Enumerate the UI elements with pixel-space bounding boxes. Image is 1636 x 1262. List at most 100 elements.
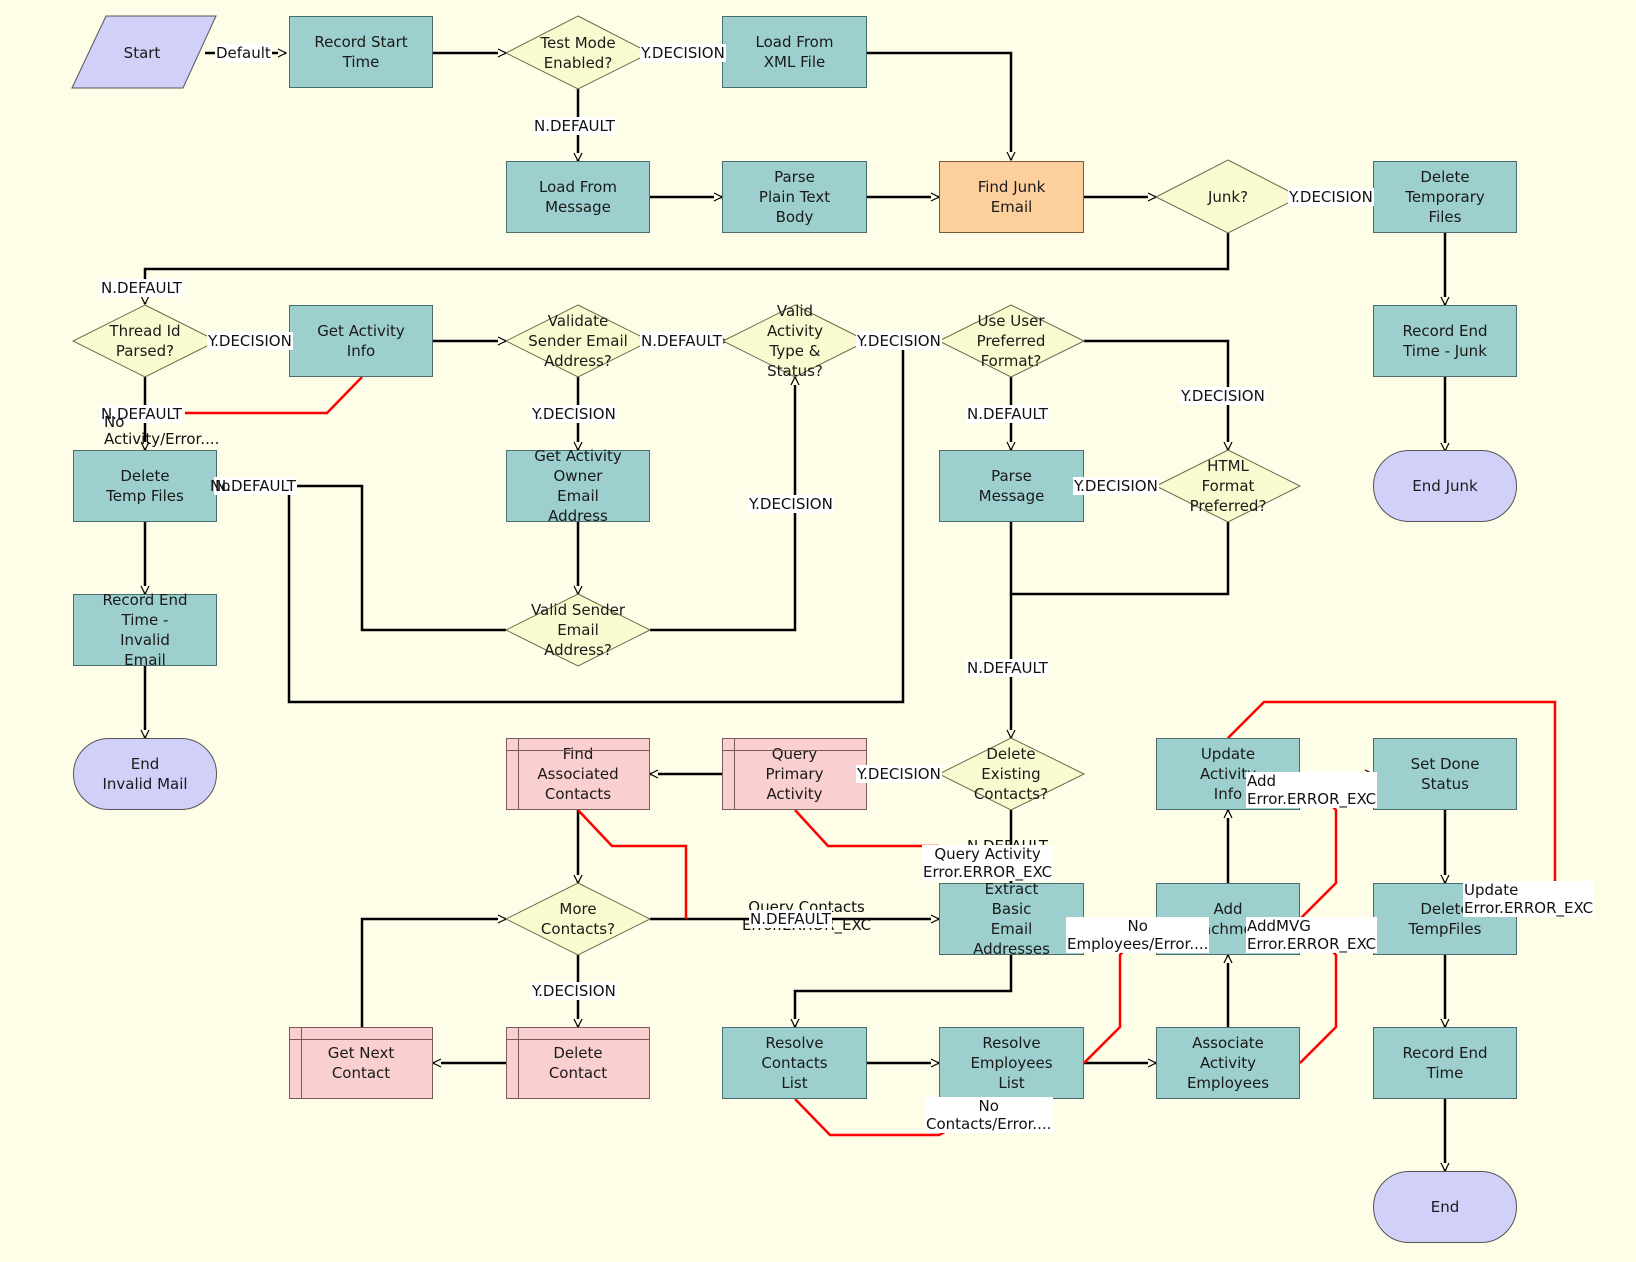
extract-basic-email-step[interactable]: Extract Basic Email Addresses [939,880,1084,958]
load-from-xml-step[interactable]: Load From XML File [722,16,867,88]
label-y-decision-valid-sender: Y.DECISION [748,495,834,513]
start-parallelogram [71,15,217,89]
label-y-decision-validate: Y.DECISION [531,405,617,423]
edge-getnext-more [360,919,506,1027]
error-update [1227,700,1557,883]
edge-validsender-deltemp [217,486,506,632]
edge-html-delexist [1011,522,1230,596]
resolve-employees-list-step[interactable]: Resolve Employees List [939,1027,1084,1099]
label-y-decision-test: Y.DECISION [640,44,726,62]
delexist-diamond [937,737,1086,811]
parse-message-label: Parse Message [978,467,1045,505]
record-end-junk-label: Record End Time - Junk [1402,322,1488,360]
resolve-employees-list-label: Resolve Employees List [970,1034,1053,1092]
label-y-decision-html: Y.DECISION [1073,477,1159,495]
resolve-contacts-list-label: Resolve Contacts List [761,1034,828,1092]
label-no-prefix: No [210,477,231,495]
query-primary-activity-label: Query Primary Activity [765,745,824,803]
edge-extract-resolvecontacts [795,955,1013,1027]
end-junk-label: End Junk [1412,477,1478,495]
thread-diamond [71,304,219,378]
find-associated-contacts-label: Find Associated Contacts [537,745,619,803]
label-n-default-more: N.DEFAULT [749,910,832,928]
label-n-default-valid-sender: N.DEFAULT [214,477,297,495]
label-n-default-thread: N.DEFAULT [100,405,183,423]
record-start-time-step[interactable]: Record Start Time [289,16,433,88]
label-y-decision-use-pref: Y.DECISION [1180,387,1266,405]
set-done-status-step[interactable]: Set Done Status [1373,738,1517,810]
edge-junk-thread [145,233,1230,304]
get-activity-owner-step[interactable]: Get Activity Owner Email Address [506,447,650,525]
record-end-invalid-label: Record End Time - Invalid Email [102,591,188,669]
delete-temporary-files-step[interactable]: Delete Temporary Files [1373,161,1517,233]
label-no-activity-error: No Activity/Error.... [104,413,220,448]
label-addmvg-error: AddMVG Error.ERROR_EXC [1246,917,1378,953]
edge-usepref-html [1084,339,1228,450]
label-y-decision-junk: Y.DECISION [1288,188,1374,206]
parse-plain-text-step[interactable]: Parse Plain Text Body [722,161,867,233]
get-next-contact-step[interactable]: Get Next Contact [289,1027,433,1099]
label-n-default-junk: N.DEFAULT [100,279,183,297]
delete-contact-step[interactable]: Delete Contact [506,1027,650,1099]
end-junk-terminal[interactable]: End Junk [1373,450,1517,522]
delete-temp-files-label: Delete Temp Files [106,467,184,505]
usepref-diamond [937,304,1086,378]
associate-activity-employees-step[interactable]: Associate Activity Employees [1156,1027,1300,1099]
find-associated-contacts-step[interactable]: Find Associated Contacts [506,738,650,810]
label-update-error: Update Error.ERROR_EXC [1463,881,1595,917]
delete-temp-files-step[interactable]: Delete Temp Files [73,450,217,522]
validsender-diamond [504,593,652,667]
html-diamond [1154,449,1302,523]
validate-diamond [504,304,652,378]
extract-basic-email-label: Extract Basic Email Addresses [973,880,1050,958]
delete-contact-label: Delete Contact [548,1044,608,1082]
record-end-time-label: Record End Time [1402,1044,1488,1082]
end-label: End [1430,1198,1460,1216]
query-primary-activity-step[interactable]: Query Primary Activity [722,738,867,810]
load-from-message-step[interactable]: Load From Message [506,161,650,233]
error-query-activity [794,809,939,848]
edge-xml-find [867,51,1011,160]
label-n-default-validate: N.DEFAULT [640,332,723,350]
load-from-message-label: Load From Message [539,178,617,216]
label-n-default-parse: N.DEFAULT [966,659,1049,677]
label-y-decision-valid-type: Y.DECISION [856,332,942,350]
label-query-activity-error: Query Activity Error.ERROR_EXC [922,845,1054,881]
end-invalid-mail-terminal[interactable]: End Invalid Mail [73,738,217,810]
get-activity-info-label: Get Activity Info [317,322,405,360]
label-default: Default [215,44,272,62]
error-query-contacts [577,809,688,919]
label-y-decision-thread: Y.DECISION [207,332,293,350]
validtype-diamond [721,304,869,378]
find-junk-email-label: Find Junk Email [977,178,1046,216]
label-add-error: Add Error.ERROR_EXC [1246,772,1378,808]
get-next-contact-label: Get Next Contact [327,1044,395,1082]
get-activity-info-step[interactable]: Get Activity Info [289,305,433,377]
associate-activity-employees-label: Associate Activity Employees [1186,1034,1270,1092]
find-junk-email-step[interactable]: Find Junk Email [939,161,1084,233]
label-no-employees-error: No Employees/Error.... [1066,917,1210,953]
get-activity-owner-label: Get Activity Owner Email Address [534,447,622,525]
record-end-invalid-step[interactable]: Record End Time - Invalid Email [73,591,217,669]
label-no-contacts-error: No Contacts/Error.... [925,1097,1053,1133]
junk-diamond [1154,159,1302,234]
resolve-contacts-list-step[interactable]: Resolve Contacts List [722,1027,867,1099]
set-done-status-label: Set Done Status [1410,755,1480,793]
label-y-decision-more: Y.DECISION [531,982,617,1000]
test-mode-diamond [504,15,652,90]
delete-tempfiles-label: Delete TempFiles [1408,900,1482,938]
label-n-default-test: N.DEFAULT [533,117,616,135]
record-end-junk-step[interactable]: Record End Time - Junk [1373,305,1517,377]
record-end-time-step[interactable]: Record End Time [1373,1027,1517,1099]
end-invalid-mail-label: End Invalid Mail [102,755,188,793]
edge-validsender-validtype [650,377,795,632]
parse-plain-text-label: Parse Plain Text Body [758,168,831,226]
label-y-decision-delete-existing: Y.DECISION [856,765,942,783]
parse-message-step[interactable]: Parse Message [939,450,1084,522]
end-terminal[interactable]: End [1373,1171,1517,1243]
update-activity-info-label: Update Activity Info [1199,745,1257,803]
more-diamond [504,882,652,956]
error-getact [185,376,363,415]
label-n-default-use-pref: N.DEFAULT [966,405,1049,423]
record-start-time-label: Record Start Time [314,33,408,71]
